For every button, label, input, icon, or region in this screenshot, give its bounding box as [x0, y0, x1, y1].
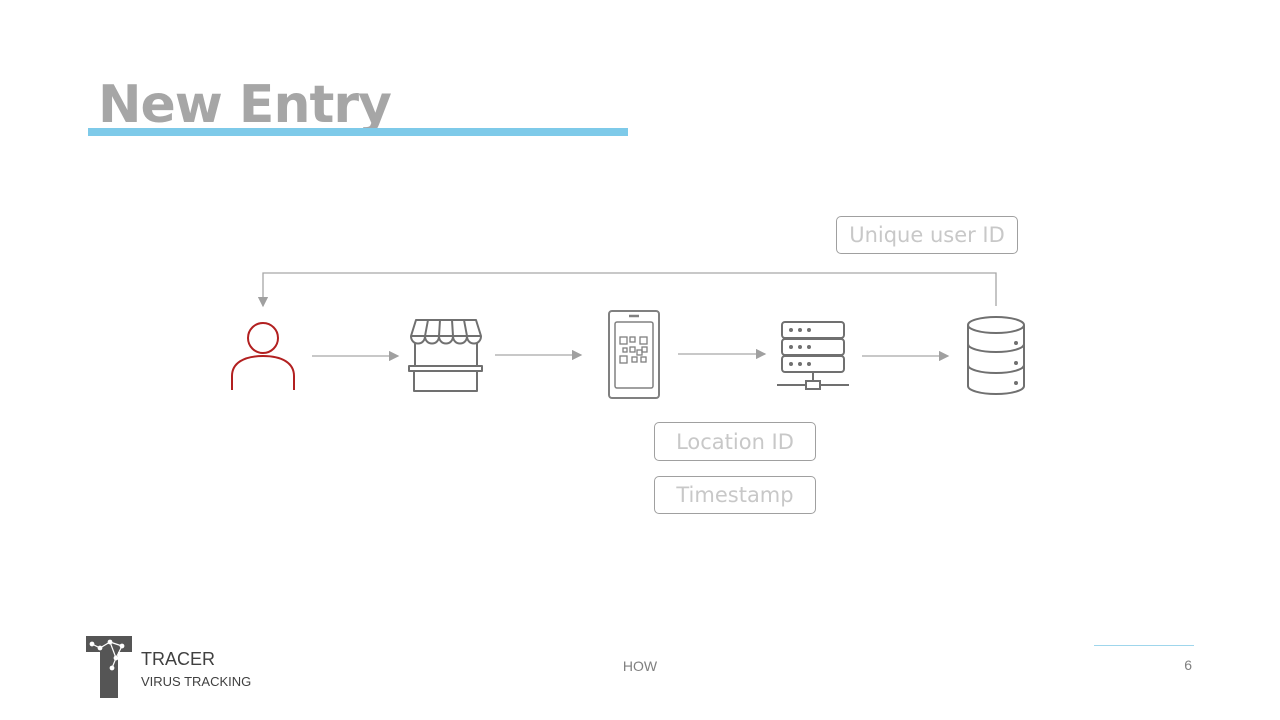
return-arrow: [257, 272, 997, 308]
page-number: 6: [1184, 657, 1192, 673]
location-id-label: Location ID: [654, 422, 816, 461]
timestamp-label: Timestamp: [654, 476, 816, 514]
slide-title: New Entry: [98, 75, 392, 135]
qr-phone-icon: [608, 310, 660, 399]
brand-name: TRACER: [141, 649, 216, 669]
tracer-logo-icon: [86, 636, 132, 698]
database-icon: [967, 316, 1025, 395]
person-icon: [231, 322, 295, 390]
storefront-icon: [408, 319, 483, 392]
footer-divider: [1094, 645, 1194, 646]
server-icon: [777, 321, 849, 390]
brand-tagline: VIRUS TRACKING: [141, 674, 252, 689]
unique-user-id-label: Unique user ID: [836, 216, 1018, 254]
section-label: HOW: [622, 658, 658, 674]
title-underline: [88, 128, 628, 136]
